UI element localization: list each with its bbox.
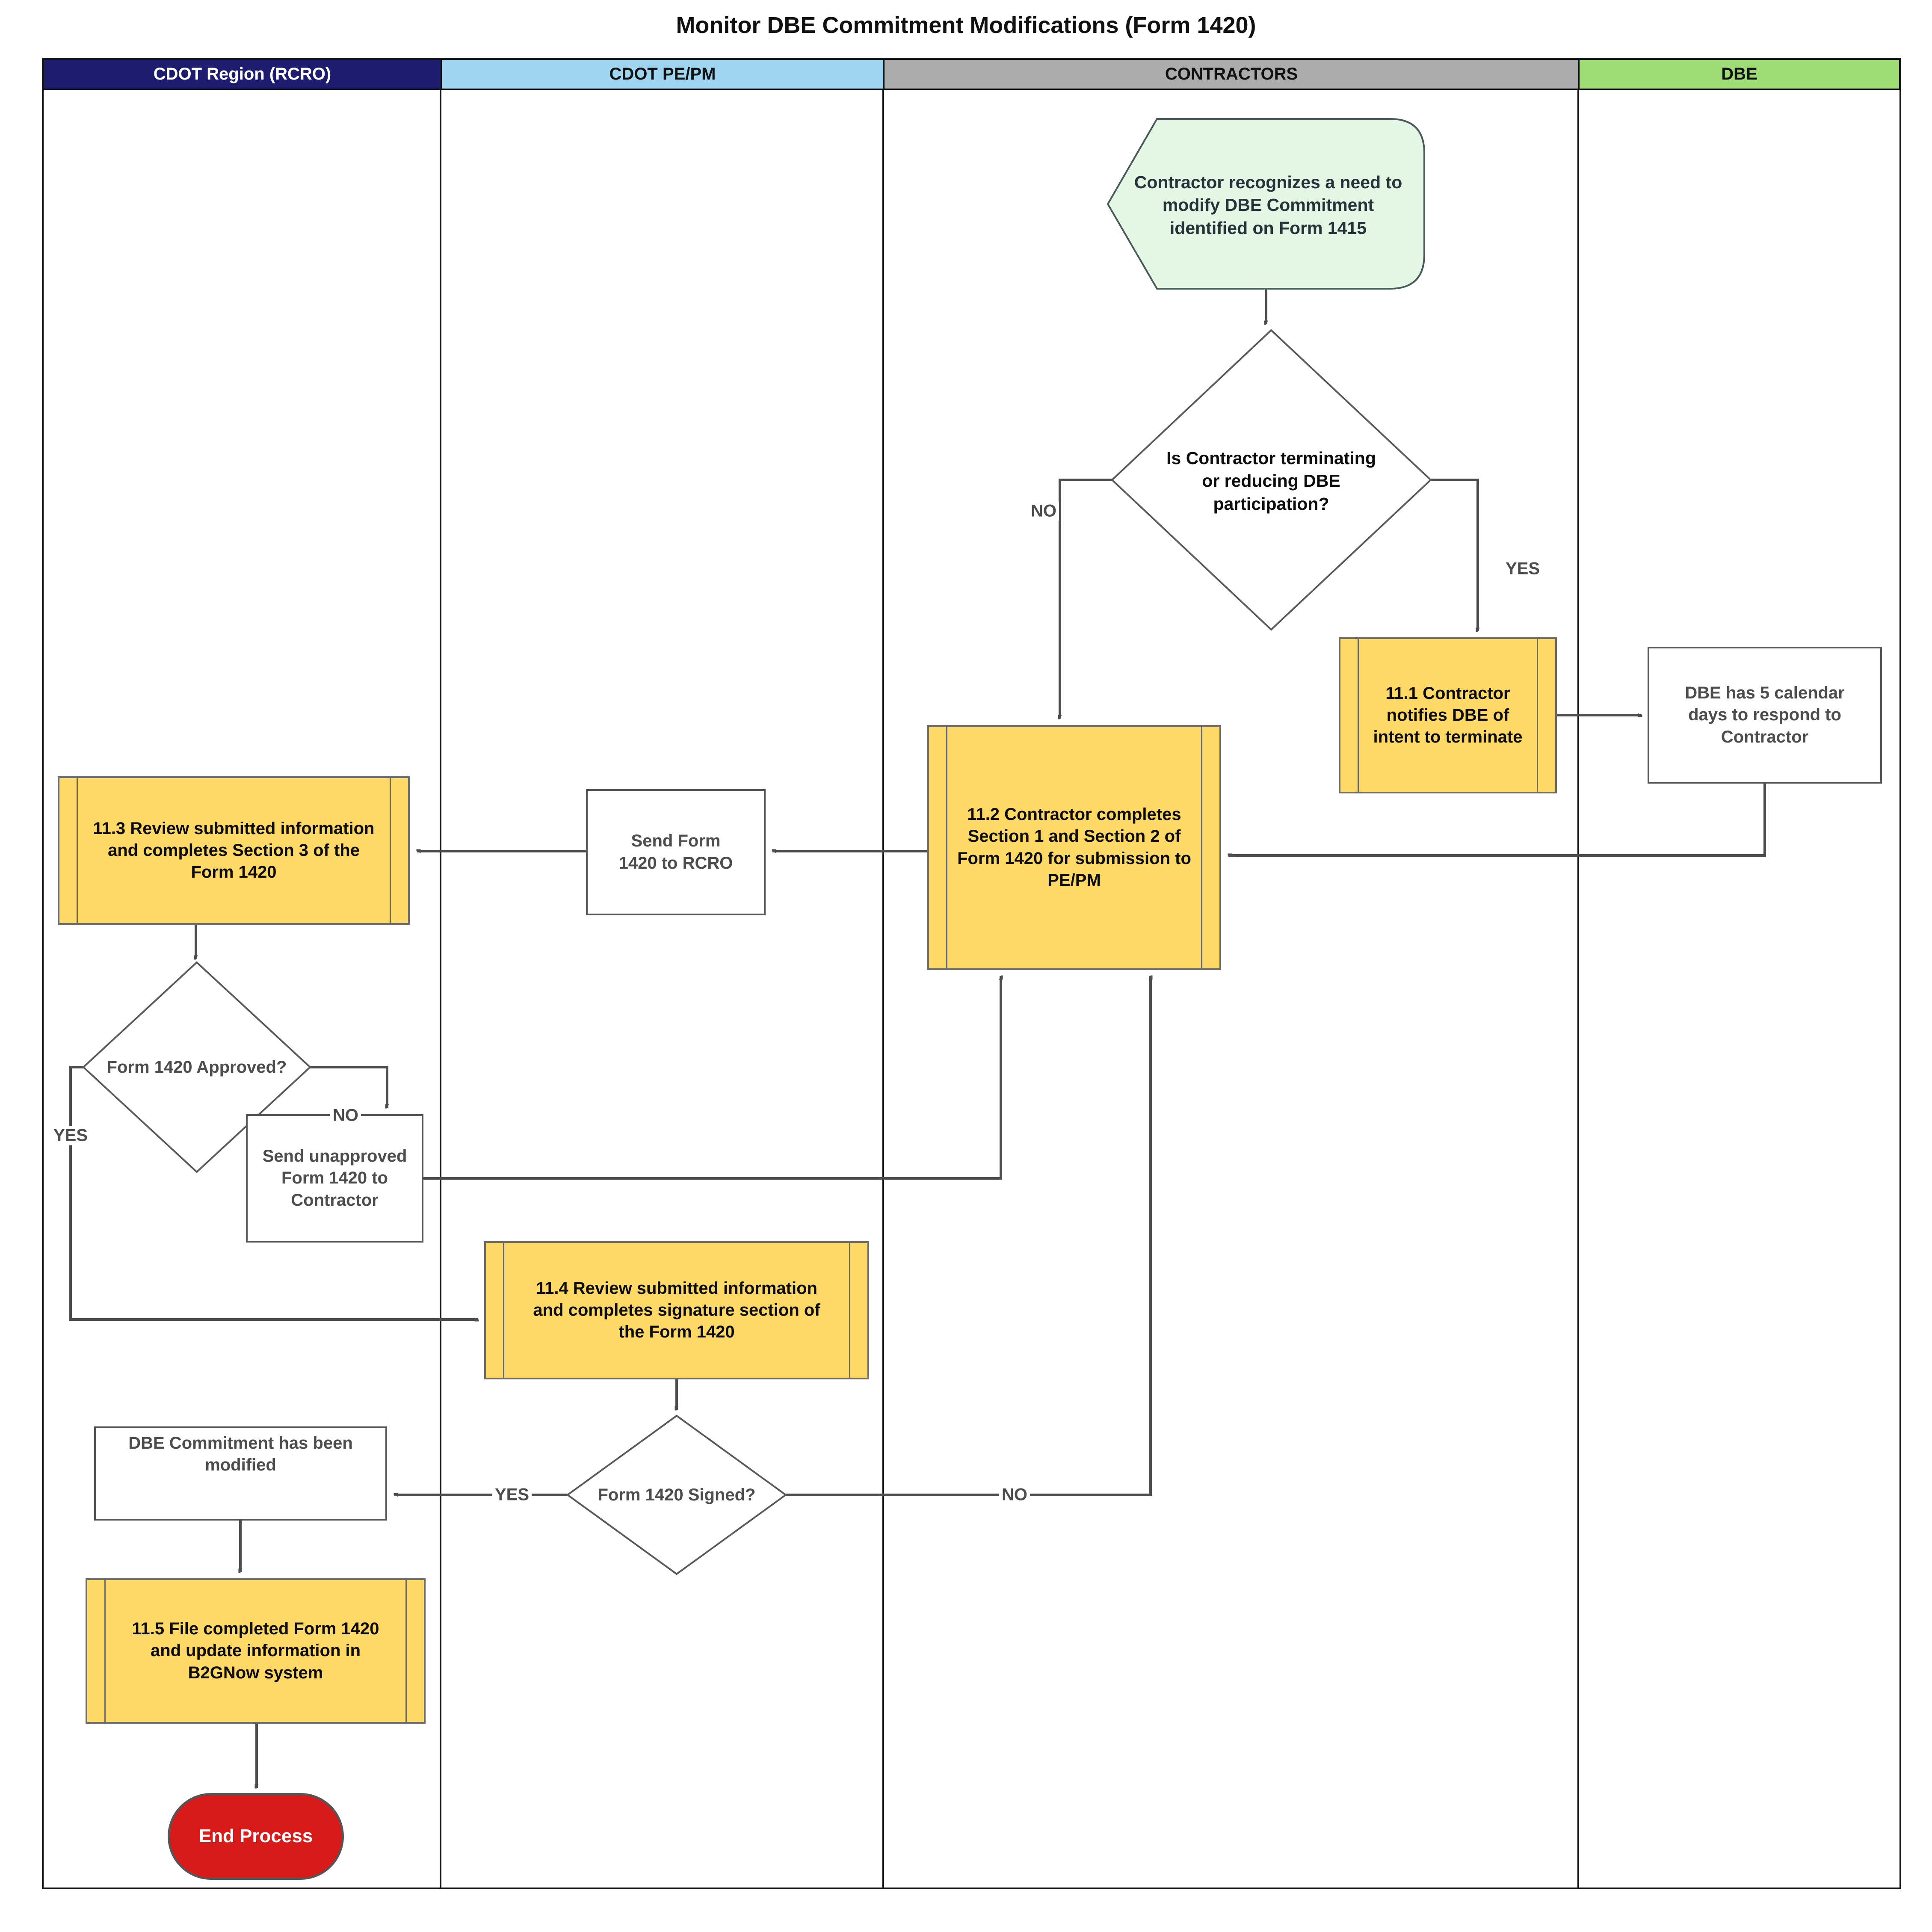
lane-header-contractors: CONTRACTORS <box>883 59 1580 90</box>
decision-approved-label: Form 1420 Approved? <box>107 1058 287 1077</box>
lane-header-dbe: DBE <box>1578 59 1900 90</box>
decision-terminate-label: Is Contractor terminating or reducing DB… <box>1166 448 1376 514</box>
edge-label-no-signed: NO <box>999 1485 1030 1505</box>
edge-label-yes-approved: YES <box>50 1126 91 1145</box>
end-process-node: End Process <box>168 1793 344 1880</box>
edge-label-no-terminate: NO <box>1028 501 1059 521</box>
edge-label-no-approved: NO <box>330 1106 361 1125</box>
lane-header-cdot-pe-pm: CDOT PE/PM <box>441 59 885 90</box>
edge-label-yes-signed: YES <box>492 1485 532 1505</box>
send-form-box: Send Form 1420 to RCRO <box>586 789 766 915</box>
task-11-4: 11.4 Review submitted information and co… <box>484 1241 869 1379</box>
dbe-modified-box: DBE Commitment has been modified <box>94 1426 387 1521</box>
start-node-label: Contractor recognizes a need to modify D… <box>1134 172 1402 238</box>
dbe-respond-box: DBE has 5 calendar days to respond to Co… <box>1648 647 1882 784</box>
decision-signed-label: Form 1420 Signed? <box>598 1485 756 1504</box>
page-title: Monitor DBE Commitment Modifications (Fo… <box>676 12 1256 38</box>
connectors <box>69 289 1766 1788</box>
send-unapproved-box: Send unapproved Form 1420 to Contractor <box>246 1114 423 1243</box>
task-11-1: 11.1 Contractor notifies DBE of intent t… <box>1339 637 1557 793</box>
edge-label-yes-terminate: YES <box>1503 559 1543 579</box>
task-11-2: 11.2 Contractor completes Section 1 and … <box>927 725 1221 970</box>
task-11-3: 11.3 Review submitted information and co… <box>58 776 410 925</box>
lane-header-cdot-region-rcro: CDOT Region (RCRO) <box>43 59 442 90</box>
task-11-5: 11.5 File completed Form 1420 and update… <box>86 1578 426 1724</box>
